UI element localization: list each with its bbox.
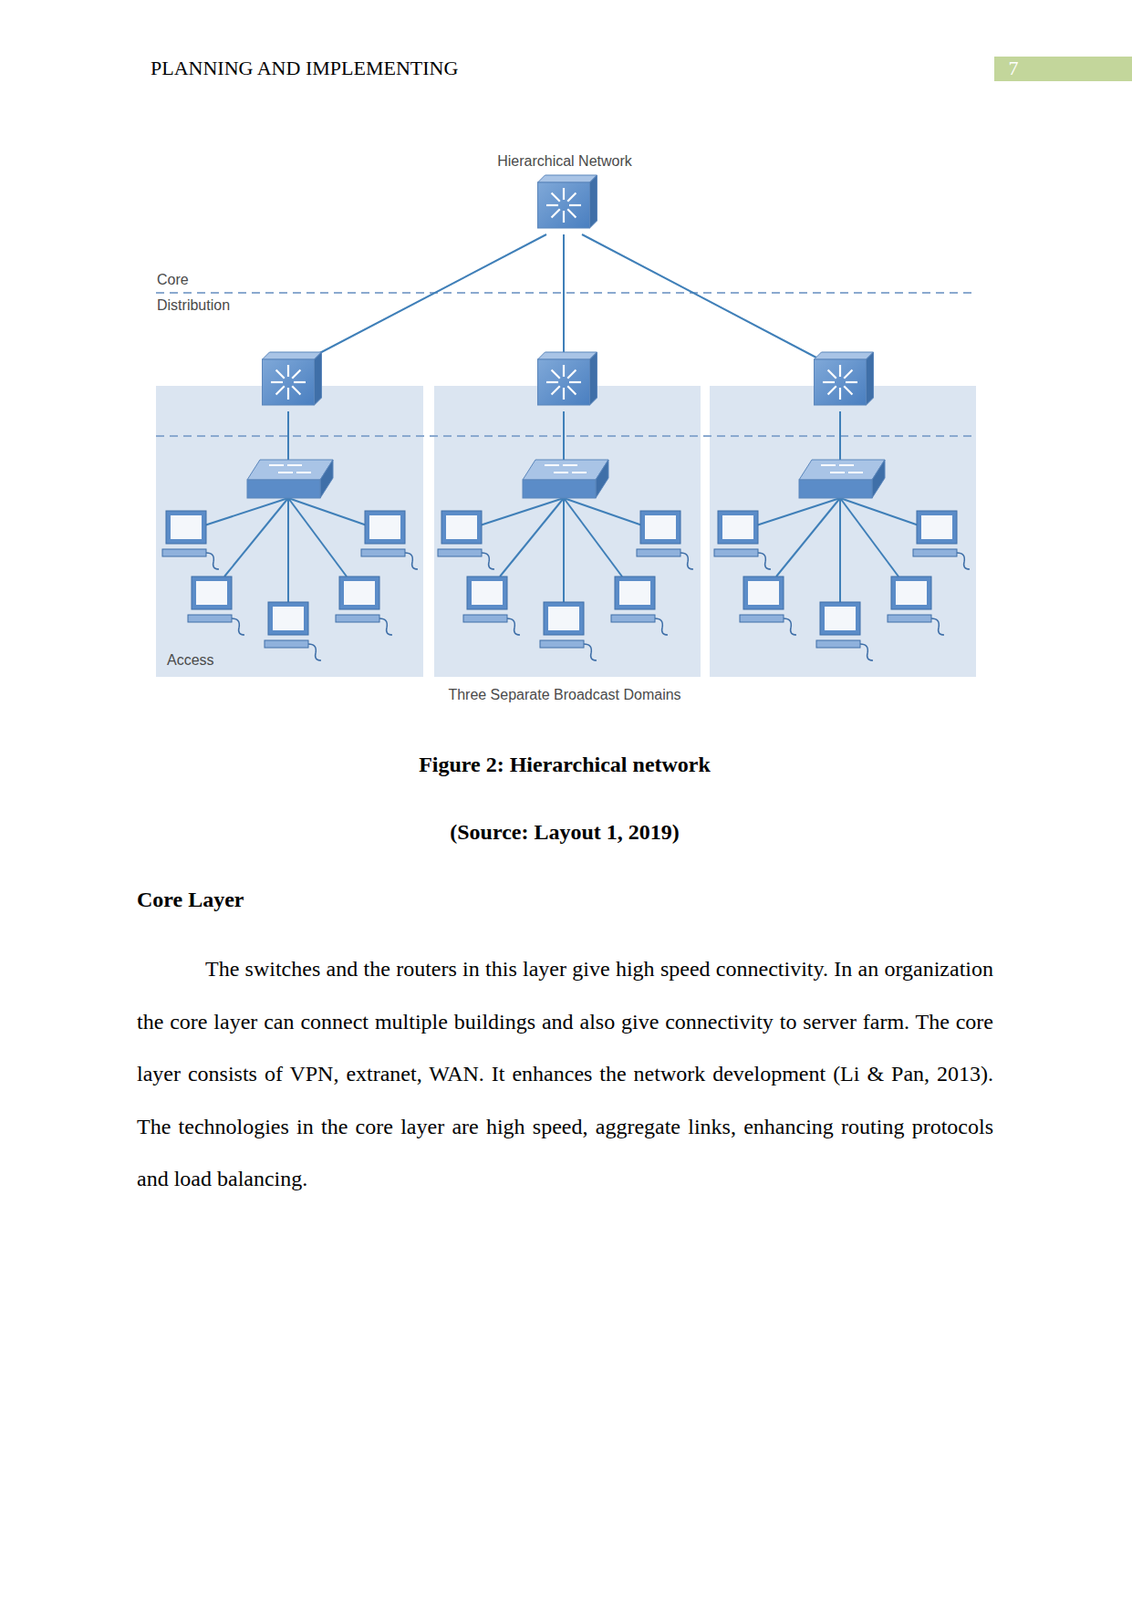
uplinks	[311, 234, 817, 358]
access-link	[474, 498, 564, 528]
access-link	[288, 498, 373, 528]
access-link	[776, 498, 841, 577]
access-link	[839, 498, 842, 603]
source-note: (Source: Layout 1, 2019)	[449, 820, 680, 845]
body-paragraph: The switches and the routers in this lay…	[136, 943, 994, 1206]
pc-icon	[335, 576, 393, 635]
access-switch	[522, 459, 609, 499]
running-header: PLANNING AND IMPLEMENTING	[150, 56, 458, 81]
pc-icon	[187, 576, 245, 635]
broadcast-domain-panels	[155, 385, 977, 677]
pc-icon	[887, 576, 945, 635]
downlink	[839, 411, 842, 462]
figure-title: Hierarchical Network	[497, 153, 633, 170]
page-number-band	[994, 56, 1132, 82]
access-link	[562, 498, 565, 603]
access-link	[198, 498, 289, 528]
pc-icon	[611, 576, 668, 635]
access-link	[287, 498, 290, 603]
pc-icon	[437, 510, 495, 570]
pc-icon	[739, 576, 797, 635]
access-link	[840, 498, 899, 577]
page-number: 7	[1008, 56, 1019, 81]
pc-icon	[361, 510, 418, 570]
section-heading: Core Layer	[136, 887, 245, 913]
pc-icon	[714, 510, 771, 570]
domain-note: Three Separate Broadcast Domains	[447, 686, 681, 704]
pc-icon	[540, 602, 597, 661]
distribution-switch	[538, 352, 598, 406]
pc-icon	[636, 510, 694, 570]
access-switch	[799, 459, 885, 499]
layer-divider	[155, 292, 976, 437]
access-switch	[247, 459, 333, 499]
pc-icon	[913, 510, 970, 570]
access-link	[563, 498, 648, 528]
core-switch	[538, 175, 598, 229]
downlink	[287, 411, 290, 462]
pc-icon	[463, 576, 520, 635]
access-link	[563, 498, 623, 577]
downlink	[562, 411, 565, 462]
layer-label: Core	[156, 271, 189, 289]
pc-icon	[816, 602, 873, 661]
access-link	[750, 498, 841, 528]
access-link	[499, 498, 564, 577]
access-link	[224, 498, 289, 577]
layer-label: Access	[166, 652, 215, 669]
distribution-switch	[262, 352, 322, 406]
layer-label: Distribution	[156, 297, 230, 314]
access-link	[840, 498, 925, 528]
figure-caption: Figure 2: Hierarchical network	[418, 752, 711, 778]
pc-icon	[264, 602, 322, 661]
pc-icon	[162, 510, 219, 570]
distribution-switch	[814, 352, 874, 406]
access-link	[288, 498, 347, 577]
